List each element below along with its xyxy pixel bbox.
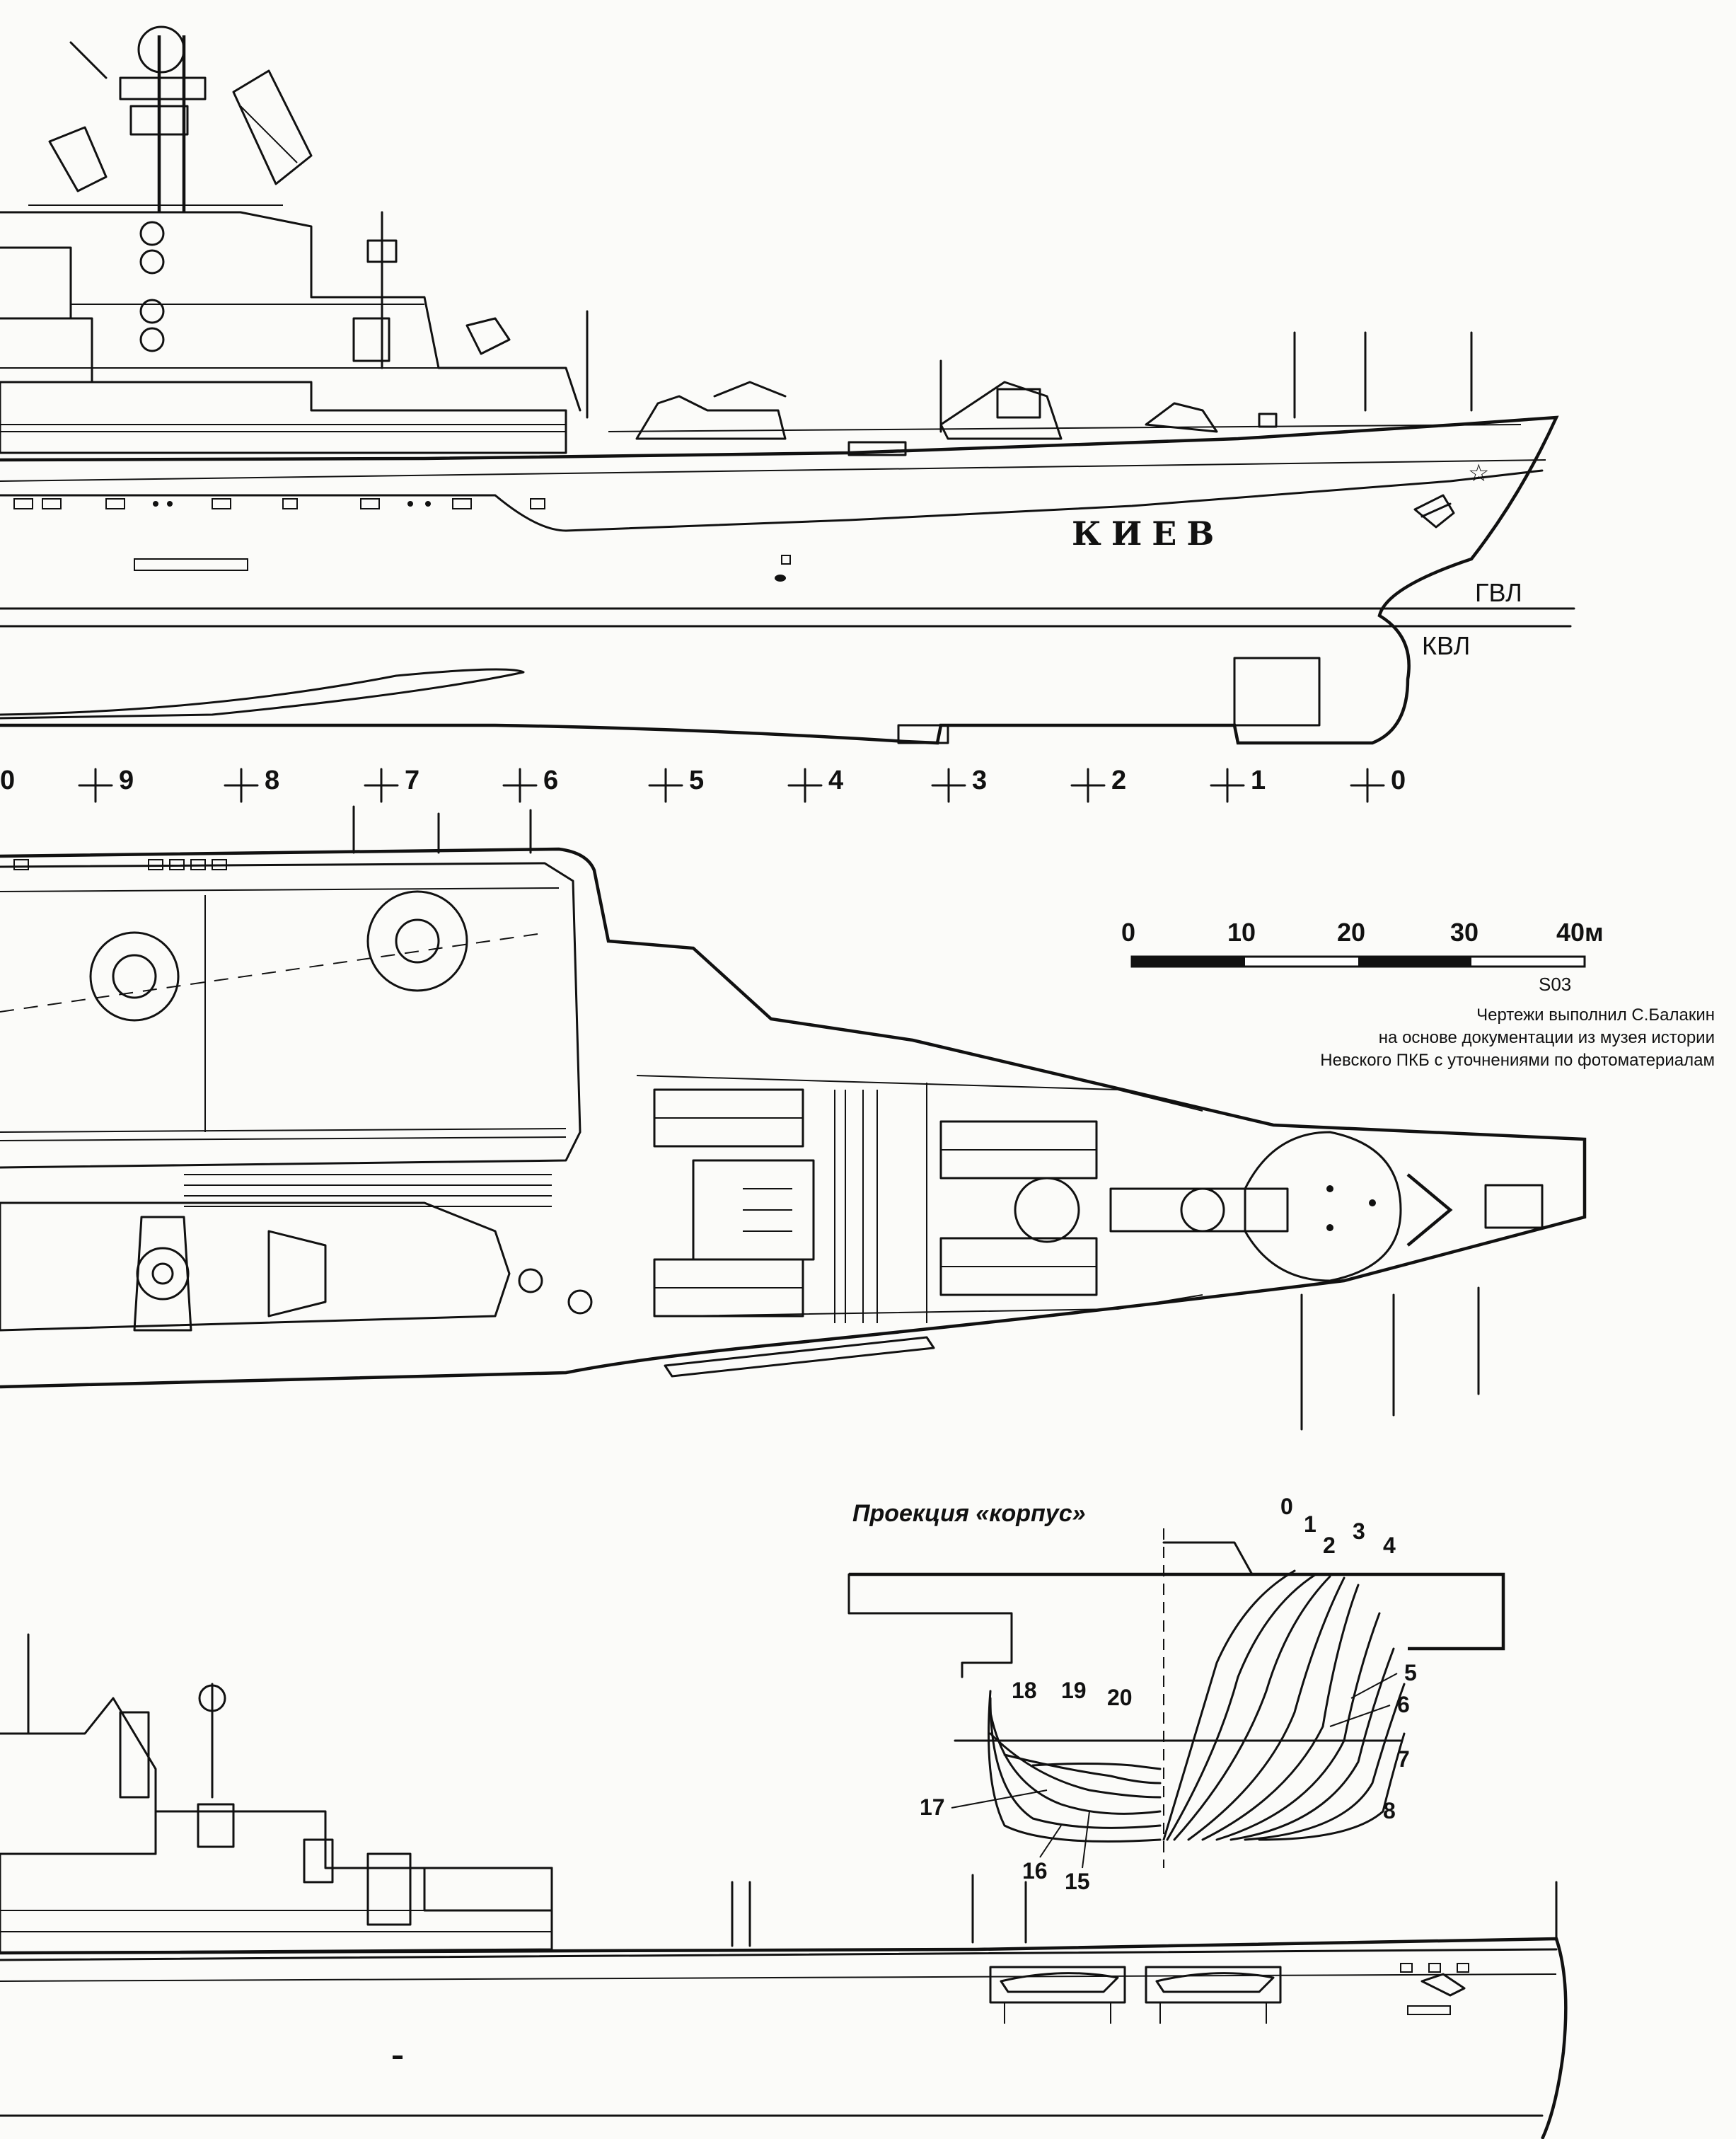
frame-tick-8 <box>224 768 259 803</box>
frame-tick-1 <box>1210 768 1245 803</box>
bow-star: ☆ <box>1468 460 1489 487</box>
scale-tick-0: 0 <box>1121 918 1135 947</box>
credits: Чертежи выполнил С.Балакин на основе док… <box>1320 1005 1715 1070</box>
station-label-8: 8 <box>1383 1798 1396 1823</box>
station-label-4: 4 <box>1383 1533 1396 1558</box>
frame-marks: 0 9 8 7 6 5 4 3 2 1 0 <box>0 766 1406 803</box>
forward-section-lines <box>1162 1569 1406 1841</box>
deck-rails <box>834 1083 927 1323</box>
island-superstructure <box>0 1174 593 1332</box>
bow-anchor <box>1413 494 1455 529</box>
deck-edge-boxes <box>13 805 532 870</box>
station-label-2: 2 <box>1323 1533 1336 1558</box>
deck-centerline <box>0 933 538 1013</box>
station-label-15: 15 <box>1065 1869 1090 1894</box>
frame-mark-9: 9 <box>119 766 134 795</box>
frame-mark-8: 8 <box>265 766 279 795</box>
side-ladder <box>664 1336 935 1378</box>
frame-tick-7 <box>364 768 399 803</box>
scale-mark: S03 <box>1539 974 1571 995</box>
credit-line-3: Невского ПКБ с уточнениями по фотоматери… <box>1320 1051 1715 1070</box>
station-label-6: 6 <box>1397 1692 1410 1717</box>
aft-section-lines <box>988 1690 1162 1843</box>
scale-bar-seg-1 <box>1132 957 1245 967</box>
bow-sonar-box <box>1233 657 1321 727</box>
hull-side-outline <box>0 415 1559 745</box>
deck-edge-line <box>0 469 1544 532</box>
small-port <box>775 575 786 582</box>
bow-launcher-pad <box>1014 1131 1402 1282</box>
landing-spot-1 <box>89 931 180 1022</box>
frame-tick-2 <box>1070 768 1106 803</box>
flight-deck-outline <box>0 847 1587 1389</box>
credit-line-1: Чертежи выполнил С.Балакин <box>1476 1005 1715 1025</box>
station-label-20: 20 <box>1107 1685 1133 1710</box>
scale-tick-40: 40м <box>1556 918 1604 947</box>
station-label-0: 0 <box>1280 1494 1293 1519</box>
gvl-label: ГВЛ <box>1475 578 1522 607</box>
bow-chevron <box>1406 1173 1453 1247</box>
body-plan-deck <box>849 1572 1505 1651</box>
station-label-17: 17 <box>920 1794 945 1820</box>
frame-tick-5 <box>648 768 683 803</box>
frame-mark-5: 5 <box>689 766 704 795</box>
superstructure <box>0 25 581 454</box>
scale-bar-seg-3 <box>1358 957 1471 967</box>
station-label-3: 3 <box>1353 1518 1365 1544</box>
hull-grille <box>134 558 248 571</box>
frame-tick-0 <box>1350 768 1385 803</box>
frame-mark-6: 6 <box>543 766 558 795</box>
station-label-5: 5 <box>1404 1660 1417 1685</box>
lower-portholes <box>393 1963 1469 2059</box>
body-plan-title: Проекция «корпус» <box>852 1500 1086 1527</box>
lower-superstructure <box>0 1633 553 1954</box>
station-label-19: 19 <box>1061 1678 1087 1703</box>
side-elevation: ГВЛ КВЛ КИЕВ ☆ <box>0 25 1575 745</box>
scale-tick-20: 20 <box>1337 918 1365 947</box>
kvl-label: КВЛ <box>1422 631 1470 660</box>
station-label-7: 7 <box>1397 1746 1410 1772</box>
frame-mark-1: 1 <box>1251 766 1266 795</box>
scale-tick-30: 30 <box>1450 918 1479 947</box>
frame-mark-4: 4 <box>828 766 843 795</box>
plan-view <box>0 805 1587 1431</box>
frame-tick-6 <box>502 768 538 803</box>
bow-windlass <box>1484 1184 1544 1229</box>
station-label-1: 1 <box>1304 1511 1317 1537</box>
sonar-dome <box>897 724 949 744</box>
portholes-row <box>13 498 545 509</box>
scale-bar: 0 10 20 30 40м S03 <box>1121 918 1604 995</box>
sheer-line <box>0 459 1546 482</box>
deck-weapons <box>608 381 1522 456</box>
landing-spot-2 <box>366 890 468 992</box>
frame-mark-7: 7 <box>405 766 419 795</box>
frame-mark-3: 3 <box>972 766 987 795</box>
bilge-keel <box>0 668 525 720</box>
scale-tick-10: 10 <box>1227 918 1256 947</box>
flight-deck-inner <box>0 862 581 1169</box>
ship-name: КИЕВ <box>1072 514 1224 553</box>
frame-mark-2: 2 <box>1111 766 1126 795</box>
frame-tick-9 <box>78 768 113 803</box>
antenna-masts <box>586 310 1473 433</box>
body-plan: Проекция «корпус» <box>847 1494 1505 1894</box>
station-label-18: 18 <box>1012 1678 1037 1703</box>
frame-mark-0: 0 <box>1391 766 1406 795</box>
lifeboats <box>989 1966 1282 2024</box>
missile-launchers <box>653 1088 1098 1318</box>
lower-side-elevation <box>0 1633 1568 2139</box>
lower-hull-outline <box>0 1937 1568 2139</box>
frame-mark-10: 0 <box>0 766 15 795</box>
credit-line-2: на основе документации из музея истории <box>1379 1028 1715 1047</box>
small-square <box>781 555 791 565</box>
frame-tick-3 <box>931 768 966 803</box>
station-label-16: 16 <box>1022 1858 1048 1884</box>
frame-tick-4 <box>787 768 823 803</box>
